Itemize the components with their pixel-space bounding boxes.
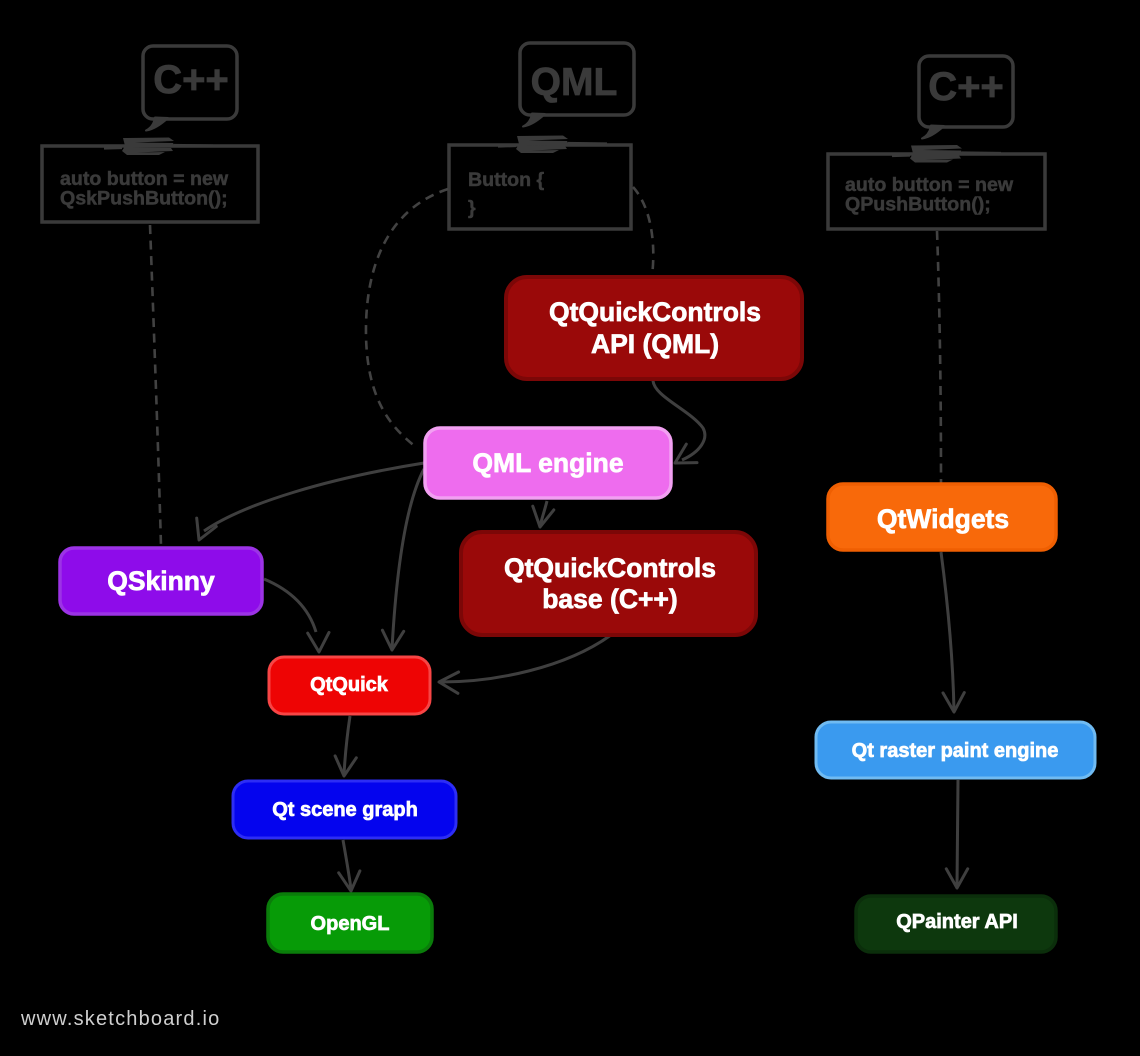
svg-text:C++: C++	[153, 58, 229, 102]
svg-text:API (QML): API (QML)	[591, 329, 719, 359]
svg-text:QPainter API: QPainter API	[896, 911, 1018, 933]
svg-text:Button {: Button {	[468, 169, 545, 191]
svg-text:QtQuickControls: QtQuickControls	[504, 553, 716, 583]
svg-text:}: }	[468, 197, 476, 219]
svg-text:QML: QML	[531, 61, 618, 104]
svg-text:QPushButton();: QPushButton();	[845, 194, 991, 216]
svg-text:QtQuick: QtQuick	[310, 674, 389, 696]
svg-text:www.sketchboard.io: www.sketchboard.io	[20, 1008, 220, 1030]
svg-text:C++: C++	[928, 65, 1004, 109]
svg-text:QSkinny: QSkinny	[107, 566, 215, 596]
svg-text:QtWidgets: QtWidgets	[877, 504, 1009, 534]
svg-text:OpenGL: OpenGL	[311, 913, 390, 935]
svg-text:QtQuickControls: QtQuickControls	[549, 297, 761, 327]
svg-text:Qt scene graph: Qt scene graph	[272, 799, 418, 821]
svg-text:auto button = new: auto button = new	[60, 168, 229, 190]
svg-text:auto button = new: auto button = new	[845, 174, 1014, 196]
svg-text:Qt raster paint engine: Qt raster paint engine	[852, 740, 1059, 762]
svg-text:QskPushButton();: QskPushButton();	[60, 188, 228, 210]
svg-text:QML engine: QML engine	[472, 448, 623, 478]
svg-text:base (C++): base (C++)	[542, 584, 678, 614]
